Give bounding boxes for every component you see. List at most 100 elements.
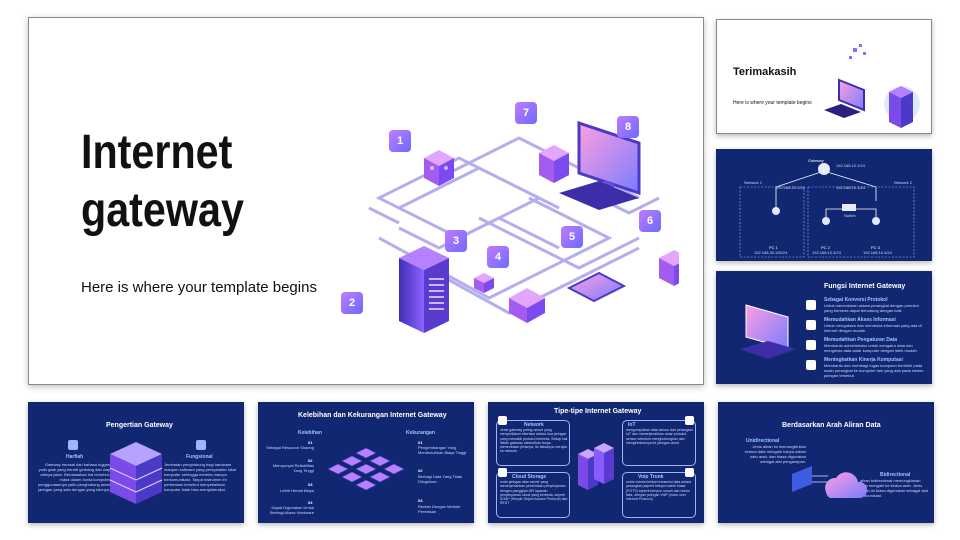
kekurangan-2-text: Berbagi Data Yang Tidak Diinginkan xyxy=(418,474,463,484)
title-line-2: gateway xyxy=(81,184,244,237)
badge-5: 5 xyxy=(561,226,583,248)
pc1-label: PC 1 xyxy=(769,245,778,250)
fungsi-item-4-head: Meningkatkan Kinerja Komputasi xyxy=(824,357,903,363)
net1-ip: 192.168.20.1/24 xyxy=(776,185,805,190)
badge-6: 6 xyxy=(639,210,661,232)
fungsional-icon xyxy=(196,440,206,450)
title-line-1: Internet xyxy=(81,126,233,179)
slide-title: Internet gateway xyxy=(81,124,244,240)
top-cube-icon xyxy=(539,145,569,183)
bi-head: Bidirectional xyxy=(880,472,911,478)
kelebihan-1-text: Sebagai Resource Sharing xyxy=(266,445,314,450)
thumbnail-fungsi[interactable]: Fungsi Internet Gateway Sebagai Konversi… xyxy=(716,271,932,384)
thanks-subtitle: Here is where your template begins xyxy=(733,100,812,106)
thumbnail-tipe[interactable]: Tipe-tipe Internet Gateway Network Jenis… xyxy=(488,402,704,523)
tipe-title: Tipe-tipe Internet Gateway xyxy=(554,408,642,415)
access-info-icon xyxy=(806,320,816,330)
computer-server-illustration xyxy=(824,44,920,128)
fungsi-item-3-head: Memudahkan Pengaturan Data xyxy=(824,337,898,343)
uni-text: Jenis aliran ini memungkinkan semua data… xyxy=(744,444,806,464)
pc3-ip: 192.168.10.4/24 xyxy=(863,250,892,255)
net2-label: Network 2 xyxy=(894,180,913,185)
tipe-network-text: Jenis gateway paling umum yang menyediak… xyxy=(500,428,568,454)
thumbnail-thanks[interactable]: Terimakasih Here is where your template … xyxy=(716,19,932,134)
pc1-icon xyxy=(772,207,780,215)
gateway-label: Gateway xyxy=(808,158,824,163)
tipe-cloud-text: node jaringan atau server yang menerjema… xyxy=(500,480,568,506)
kelebihan-2-num: 02 xyxy=(308,458,313,463)
fungsi-item-1-head: Sebagai Konversi Protokol xyxy=(824,297,888,303)
kelebihan-title: Kelebihan dan Kekurangan Internet Gatewa… xyxy=(298,412,447,419)
small-cube-icon xyxy=(474,273,494,293)
badge-8: 8 xyxy=(617,116,639,138)
performance-icon xyxy=(806,360,816,370)
server-stack-illustration xyxy=(109,442,163,504)
bi-text: aliran bidirectional memungkinkan data m… xyxy=(860,478,928,498)
badge-7: 7 xyxy=(515,102,537,124)
tipe-card-voip xyxy=(622,472,696,518)
iot-type-icon xyxy=(685,416,694,425)
tipe-card-cloud xyxy=(496,472,570,518)
pengertian-title: Pengertian Gateway xyxy=(106,422,173,429)
kekurangan-2-num: 02 xyxy=(418,468,423,473)
tipe-card-network xyxy=(496,420,570,466)
kelebihan-2-text: Mempunyai Reliabilitas Yang Tinggi xyxy=(272,463,314,473)
fungsi-item-2-head: Memudahkan Akses Informasi xyxy=(824,317,896,323)
pc3-label: PC 3 xyxy=(871,245,880,250)
cloud-type-icon xyxy=(498,468,507,477)
badge-2: 2 xyxy=(341,292,363,314)
badge-3: 3 xyxy=(445,230,467,252)
badge-4: 4 xyxy=(487,246,509,268)
harfiah-head: Harfiah xyxy=(66,454,84,460)
kelebihan-3-num: 03 xyxy=(308,482,313,487)
voip-type-icon xyxy=(685,468,694,477)
kelebihan-4-num: 04 xyxy=(308,500,313,505)
tipe-voip-text: untuk membolehkan transmisi data antara … xyxy=(626,480,692,502)
cube-grid-icon xyxy=(509,288,545,323)
tipe-cloud-head: Cloud Storage xyxy=(512,474,547,480)
net2-ip: 192.168.10.1/24 xyxy=(836,185,865,190)
pc3-icon xyxy=(872,217,880,225)
harfiah-text: Gateway berasal dari bahasa Inggris yait… xyxy=(38,462,110,492)
thumbnail-network-diagram[interactable]: Gateway 192.168.10.1/24 Network 1 192.16… xyxy=(716,149,932,261)
switch-icon xyxy=(842,204,856,211)
cloud-sync-illustration xyxy=(792,466,868,498)
fungsi-item-4-text: Membantu dan membagi tugas komputer berl… xyxy=(824,363,924,378)
slide-subtitle: Here is where your template begins xyxy=(81,279,317,296)
large-cube-icon xyxy=(659,250,679,286)
pc2-ip: 192.168.10.3/24 xyxy=(812,250,841,255)
cube-cluster-icon xyxy=(424,150,454,186)
badge-1: 1 xyxy=(389,130,411,152)
convert-protocol-icon xyxy=(806,300,816,310)
pc1-ip: 192.168.20.150/24 xyxy=(754,250,788,255)
fungsional-text: Jembatan penghubung bagi hardware maupun… xyxy=(164,462,237,492)
harfiah-icon xyxy=(68,440,78,450)
tipe-iot-text: mengumpulkan data sensor dari perangkat … xyxy=(626,428,693,445)
network-diagram xyxy=(739,163,915,258)
kelebihan-1-num: 01 xyxy=(308,440,313,445)
thumbnail-arah[interactable]: Berdasarkan Arah Aliran Data Unidirectio… xyxy=(718,402,934,523)
thumbnail-kelebihan[interactable]: Kelebihan dan Kekurangan Internet Gatewa… xyxy=(258,402,474,523)
thumbnail-pengertian[interactable]: Pengertian Gateway Harfiah Gateway beras… xyxy=(28,402,244,523)
net1-label: Network 1 xyxy=(744,180,763,185)
main-slide-preview[interactable]: Internet gateway Here is where your temp… xyxy=(28,17,704,385)
fungsi-item-2-text: Untuk mengakses dan membuka informasi ya… xyxy=(824,323,922,333)
kelebihan-head: Kelebihan xyxy=(298,430,322,436)
thanks-title: Terimakasih xyxy=(733,66,797,78)
kelebihan-3-text: Lebih Hemat Biaya xyxy=(280,488,314,493)
pc2-icon xyxy=(822,217,830,225)
tipe-voip-head: Voip Trunk xyxy=(638,474,664,480)
gateway-router-icon xyxy=(818,163,830,175)
fungsi-item-3-text: Membantu administrator untuk mengatur da… xyxy=(824,343,917,353)
arah-title: Berdasarkan Arah Aliran Data xyxy=(782,422,881,429)
uni-head: Unidirectional xyxy=(746,438,780,444)
pc2-label: PC 2 xyxy=(821,245,830,250)
gateway-ip: 192.168.10.1/24 xyxy=(836,163,865,168)
data-settings-icon xyxy=(806,340,816,350)
fungsional-head: Fungsional xyxy=(186,454,213,460)
network-type-icon xyxy=(498,416,507,425)
monitor-icon xyxy=(559,120,641,210)
network-illustration xyxy=(368,120,679,333)
kekurangan-head: Kekurangan xyxy=(406,430,435,436)
monitor-illustration xyxy=(740,304,796,359)
